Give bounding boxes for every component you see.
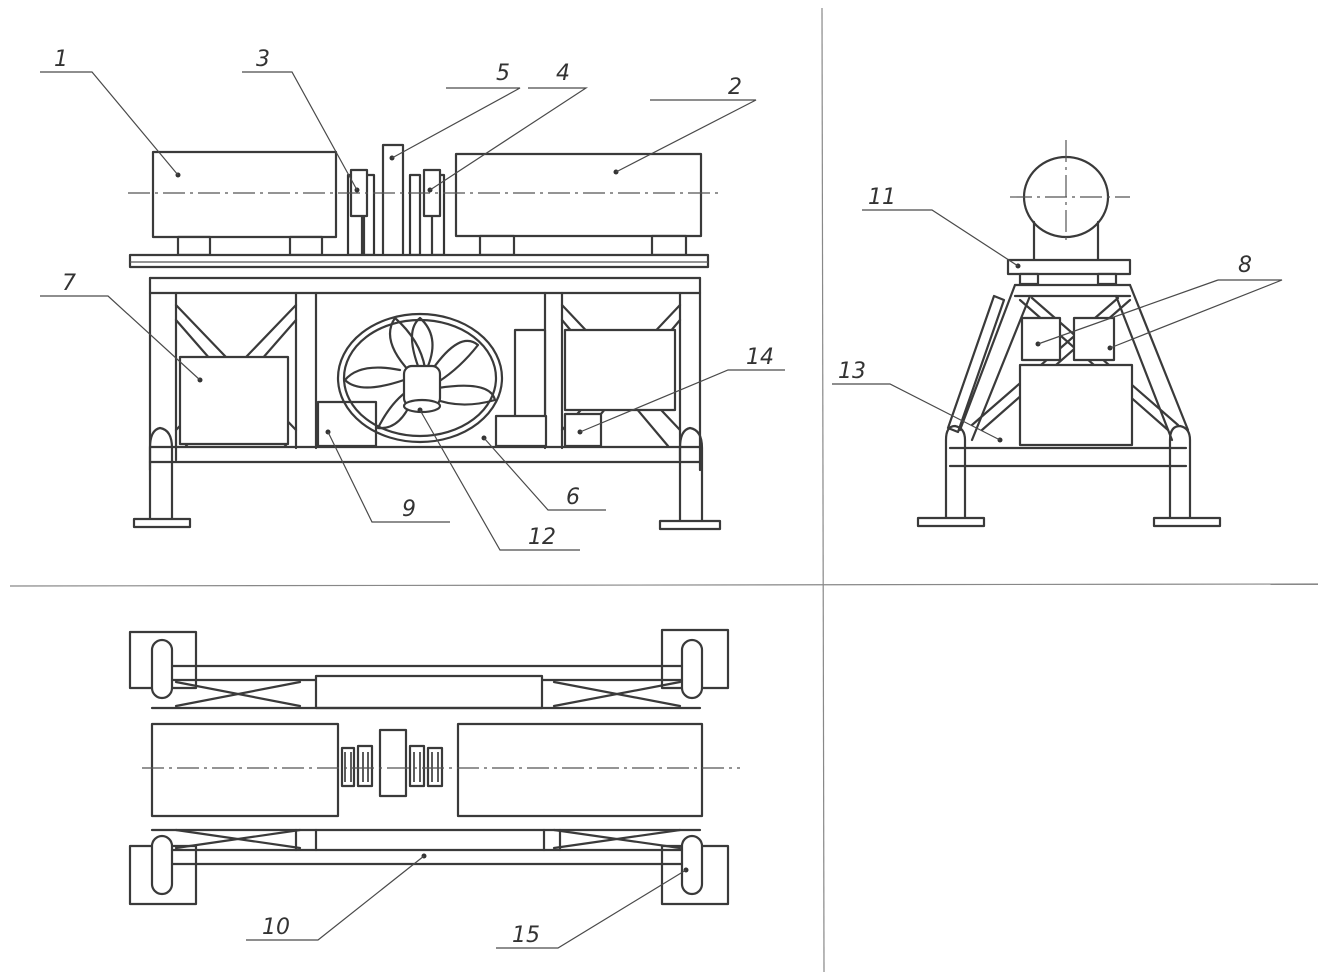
foot-pad <box>658 519 722 531</box>
callout-12: 12 <box>528 525 556 550</box>
leader-lines-top <box>246 855 687 949</box>
top-motor-1 <box>150 722 340 818</box>
callout-10: 10 <box>262 915 290 940</box>
callout-13: 13 <box>838 359 866 384</box>
leader-lines-side <box>832 209 1283 441</box>
motor-1-foot <box>288 235 324 257</box>
callout-7: 7 <box>62 271 76 296</box>
side-view <box>832 140 1283 528</box>
top-plate <box>128 253 710 269</box>
callout-1: 1 <box>54 47 68 72</box>
callout-15: 15 <box>512 923 540 948</box>
leader-lines-front <box>40 71 785 551</box>
top-view <box>128 628 740 949</box>
block-right <box>563 328 677 412</box>
block-14 <box>563 412 603 448</box>
callout-11: 11 <box>868 185 896 210</box>
coupling-assembly <box>346 143 446 259</box>
motor-2-foot <box>478 234 516 257</box>
foot-pad <box>132 517 192 529</box>
callout-4: 4 <box>556 61 570 86</box>
motor-2-body <box>454 152 703 238</box>
callout-2: 2 <box>728 75 742 100</box>
top-motor-2 <box>456 722 704 818</box>
fan-12 <box>336 312 504 444</box>
callout-3: 3 <box>256 47 270 72</box>
callout-8: 8 <box>1238 253 1252 278</box>
block-7 <box>178 355 290 446</box>
callout-5: 5 <box>496 61 510 86</box>
callout-labels: 1 2 3 4 5 6 7 8 9 10 11 12 13 14 15 <box>54 47 1252 948</box>
plate-11 <box>1006 258 1132 276</box>
callout-9: 9 <box>402 497 416 522</box>
callout-14: 14 <box>746 345 774 370</box>
block-small <box>494 414 548 448</box>
motor-1-body <box>151 150 338 239</box>
side-frame <box>916 283 1222 528</box>
front-view <box>40 71 785 551</box>
shaft-5 <box>381 143 405 259</box>
block-9 <box>316 400 378 448</box>
motor-1-foot <box>176 235 212 257</box>
motor-2-foot <box>650 234 688 257</box>
view-separators <box>9 7 1319 973</box>
callout-6: 6 <box>566 485 580 510</box>
